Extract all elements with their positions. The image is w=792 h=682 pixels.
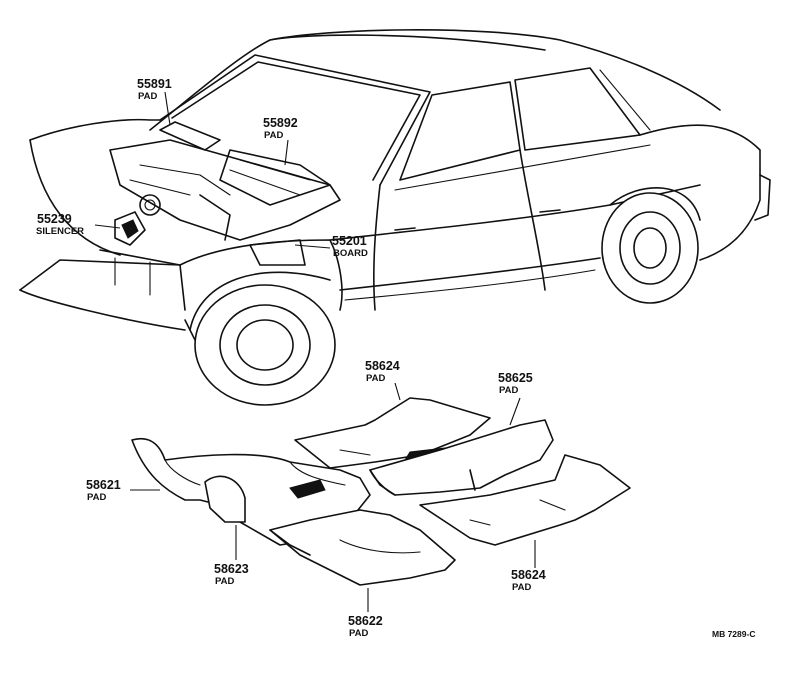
part-name: PAD xyxy=(349,628,368,639)
part-name: PAD xyxy=(366,373,385,384)
part-number: 55239 xyxy=(37,212,72,226)
part-number: 58622 xyxy=(348,614,383,628)
part-name: PAD xyxy=(512,582,531,593)
drawing-code: MB 7289-C xyxy=(712,629,755,639)
part-number: 58624 xyxy=(511,568,546,582)
callout-58625: 58625 PAD xyxy=(498,371,533,396)
part-number: 55201 xyxy=(332,234,367,248)
callout-55239: 55239 SILENCER xyxy=(36,212,84,237)
callout-58624-top: 58624 PAD xyxy=(365,359,400,384)
part-name: PAD xyxy=(138,91,157,102)
part-number: 58623 xyxy=(214,562,249,576)
part-number: 58625 xyxy=(498,371,533,385)
part-number: 58621 xyxy=(86,478,121,492)
callout-55201: 55201 BOARD xyxy=(332,234,368,259)
part-name: PAD xyxy=(215,576,234,587)
part-number: 55891 xyxy=(137,77,172,91)
part-name: BOARD xyxy=(333,248,368,259)
callout-58623: 58623 PAD xyxy=(214,562,249,587)
floor-pads-illustration xyxy=(131,397,631,586)
car-illustration xyxy=(19,29,771,406)
part-name: PAD xyxy=(499,385,518,396)
part-name: PAD xyxy=(264,130,283,141)
part-name: PAD xyxy=(87,492,106,503)
callout-58621: 58621 PAD xyxy=(86,478,121,503)
callout-58624-bottom: 58624 PAD xyxy=(511,568,546,593)
callout-55891: 55891 PAD xyxy=(137,77,172,102)
part-number: 58624 xyxy=(365,359,400,373)
callout-55892: 55892 PAD xyxy=(263,116,298,141)
part-number: 55892 xyxy=(263,116,298,130)
part-name: SILENCER xyxy=(36,226,84,237)
callout-58622: 58622 PAD xyxy=(348,614,383,639)
leader-lines xyxy=(94,91,536,612)
